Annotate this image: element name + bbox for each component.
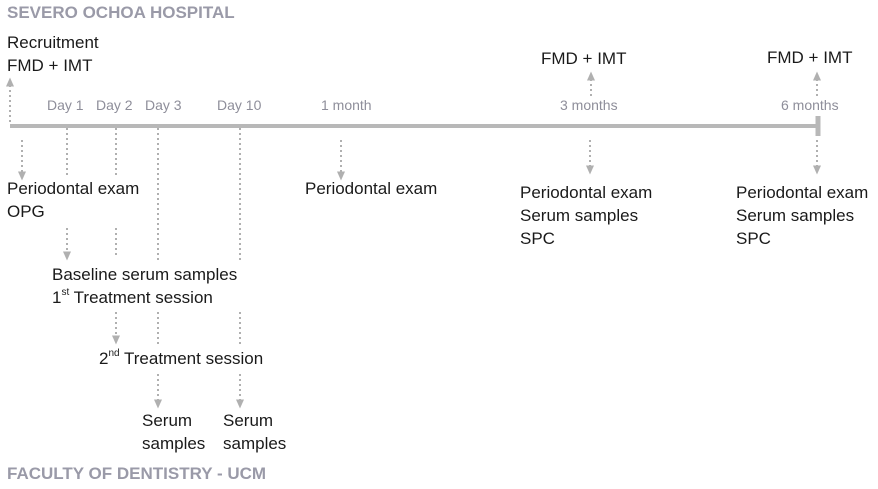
start-periodontal-exam-label: Periodontal exam	[7, 179, 140, 198]
recruitment-fmd-imt-label: FMD + IMT	[7, 56, 93, 75]
treatment-2-suffix: nd	[108, 348, 120, 360]
timepoint-month3: 3 months	[560, 97, 618, 113]
month1-periodontal-exam-label: Periodontal exam	[305, 179, 438, 198]
month6-spc-label: SPC	[736, 229, 771, 248]
treatment-1-text: Treatment session	[69, 288, 213, 307]
start-opg-label: OPG	[7, 202, 45, 221]
timepoint-day10: Day 10	[217, 97, 262, 113]
treatment-1-suffix: st	[61, 287, 70, 299]
treatment-session-1-label: 1st Treatment session	[52, 286, 213, 309]
month6-periodontal-exam-label: Periodontal exam	[736, 183, 869, 202]
treatment-2-ordinal: 2	[99, 349, 109, 368]
month3-fmd-imt-label: FMD + IMT	[541, 49, 627, 68]
timepoint-day1: Day 1	[47, 97, 84, 113]
treatment-session-2-label: 2nd Treatment session	[99, 347, 263, 370]
timepoint-month6: 6 months	[781, 97, 839, 113]
month3-periodontal-exam-label: Periodontal exam	[520, 183, 653, 202]
recruitment-label: Recruitment	[7, 33, 99, 52]
timepoint-month1: 1 month	[321, 97, 372, 113]
day10-serum-label-line1: Serum	[223, 411, 274, 430]
treatment-1-ordinal: 1	[52, 288, 62, 307]
day3-serum-label-line1: Serum	[142, 411, 193, 430]
baseline-serum-label: Baseline serum samples	[52, 265, 238, 284]
day3-serum-label-line2: samples	[142, 434, 206, 453]
top-heading: SEVERO OCHOA HOSPITAL	[7, 3, 235, 22]
month6-serum-label: Serum samples	[736, 206, 855, 225]
treatment-2-text: Treatment session	[119, 349, 264, 368]
timepoint-day2: Day 2	[96, 97, 133, 113]
day10-serum-label-line2: samples	[223, 434, 287, 453]
timepoint-day3: Day 3	[145, 97, 182, 113]
month3-serum-label: Serum samples	[520, 206, 639, 225]
bottom-heading: FACULTY OF DENTISTRY - UCM	[7, 464, 267, 483]
month6-fmd-imt-label: FMD + IMT	[767, 48, 853, 67]
month3-spc-label: SPC	[520, 229, 555, 248]
